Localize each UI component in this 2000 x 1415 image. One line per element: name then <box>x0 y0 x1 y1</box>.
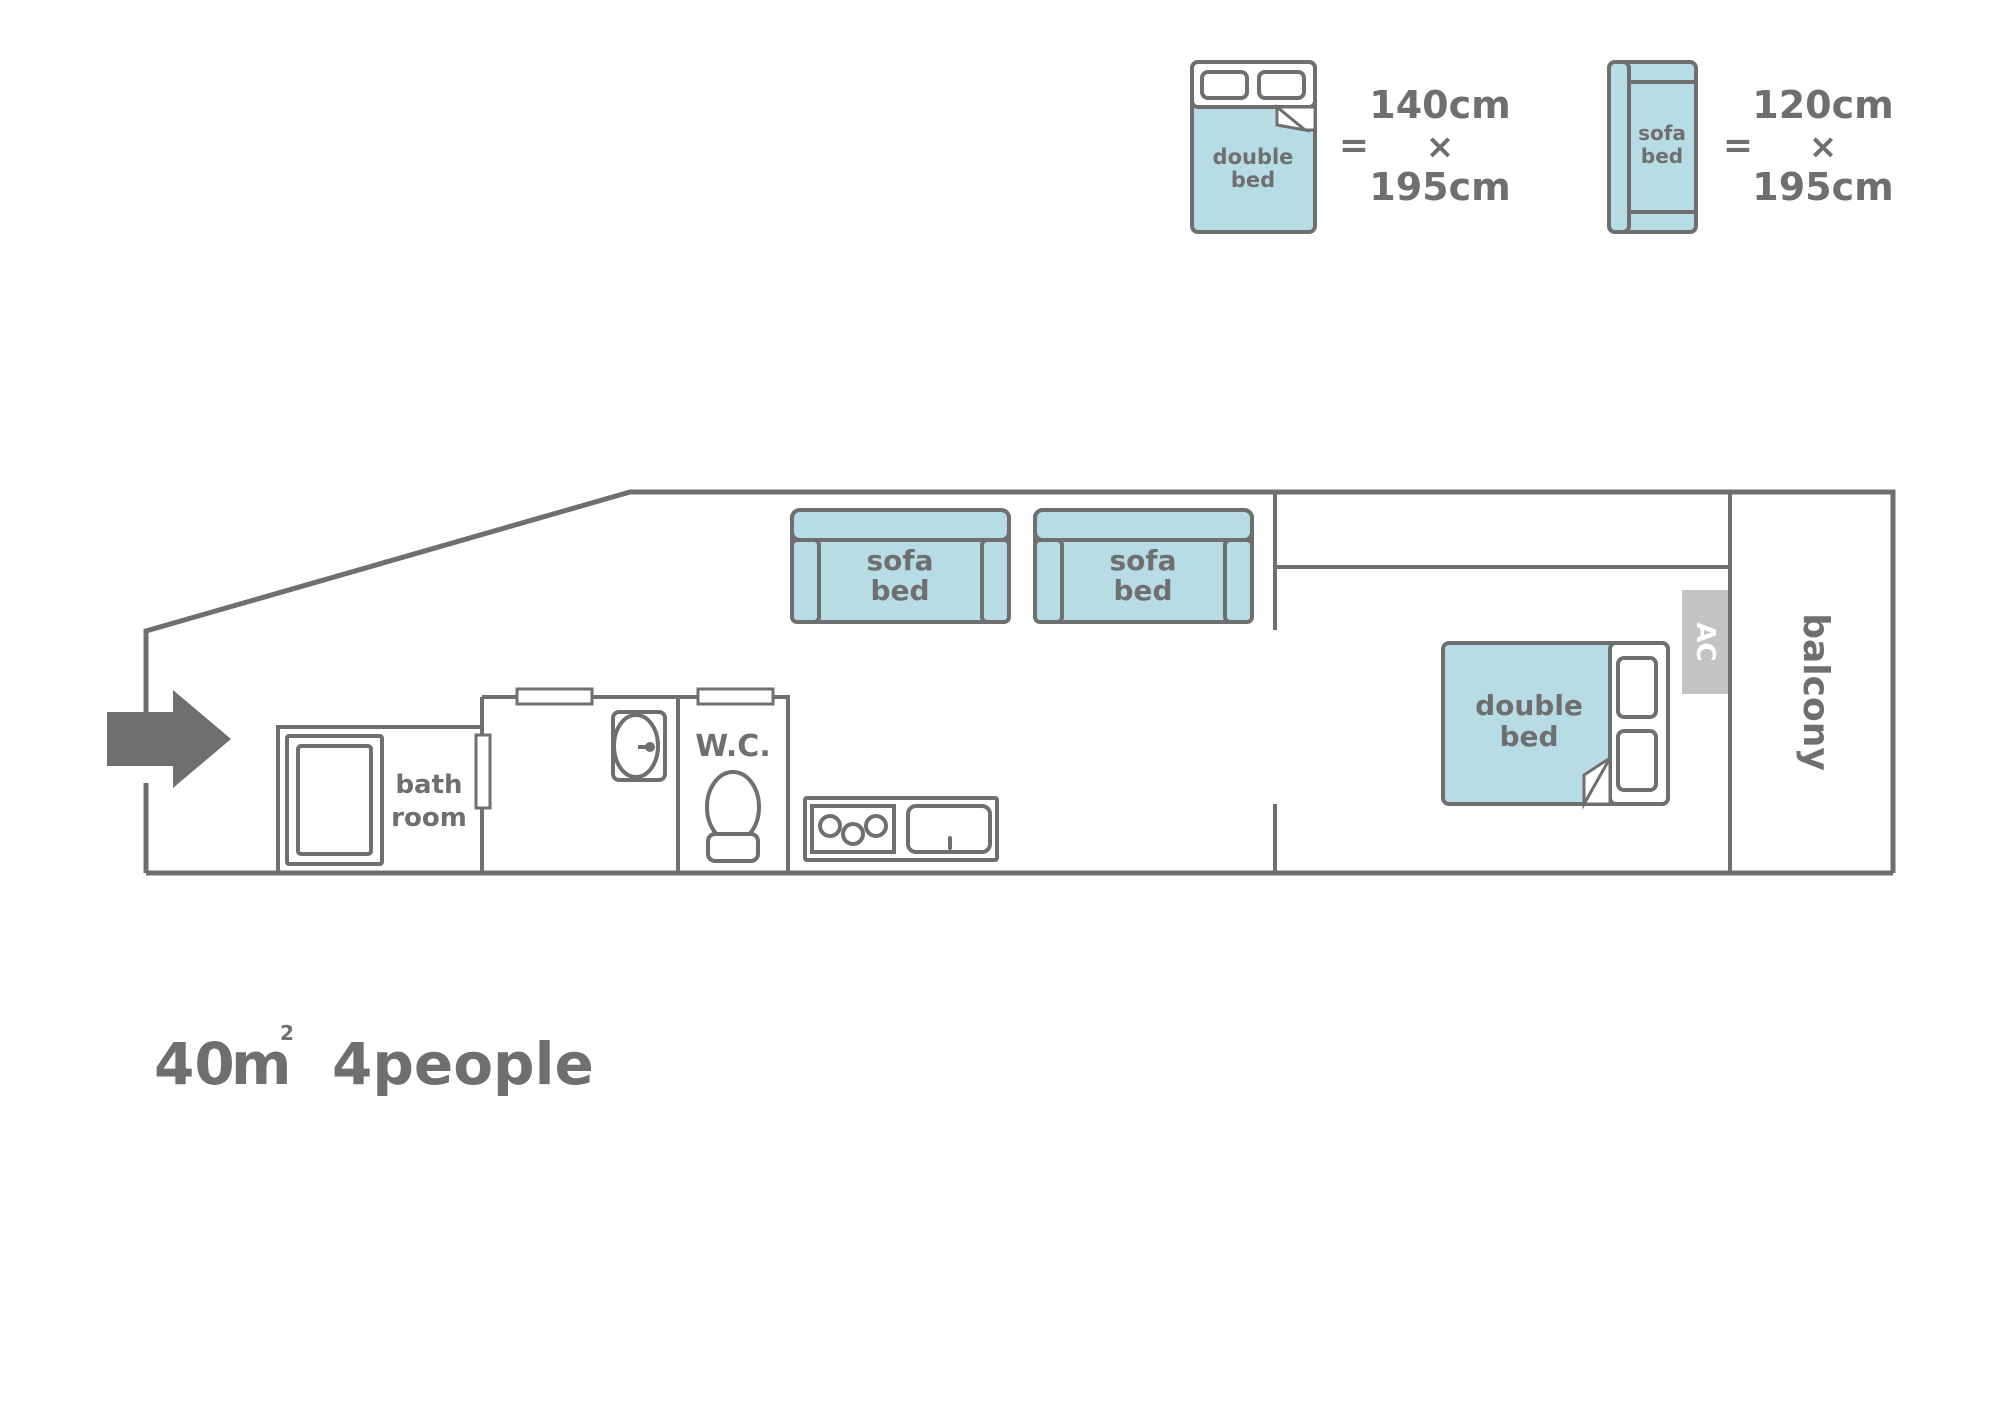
entrance-arrow-icon <box>107 690 231 788</box>
bathtub-icon <box>285 734 384 866</box>
kitchen-counter <box>803 796 999 862</box>
legend-double-bed: double bed = 140cm × 195cm <box>1190 60 1511 234</box>
stove-burner-icon <box>864 814 888 838</box>
legend-double-bed-length: 195cm <box>1369 165 1510 209</box>
sofa-bed-1-icon <box>790 508 1011 624</box>
legend-sofa-bed-width: 120cm <box>1752 83 1893 127</box>
double-bed: double bed <box>1441 641 1670 810</box>
double-bed-label-1: double <box>1475 689 1583 722</box>
stove-burner-icon <box>818 814 842 838</box>
sofa-bed-2: sofa bed <box>1033 508 1254 624</box>
bathroom-label-2: room <box>391 803 467 833</box>
bathroom-label-1: bath <box>395 770 462 800</box>
sofa-bed-1: sofa bed <box>790 508 1011 624</box>
legend-sofa-bed-label-2: bed <box>1641 144 1683 168</box>
double-bed-label-2: bed <box>1499 720 1558 753</box>
sofa-bed-2-icon <box>1033 508 1254 624</box>
balcony-label: balcony <box>1795 613 1836 771</box>
sofa-bed-2-label-1: sofa <box>1110 544 1177 577</box>
sofa-bed-icon <box>1607 60 1698 234</box>
area-superscript: 2 <box>280 1021 294 1045</box>
ac-unit: AC <box>1682 590 1728 694</box>
toilet-icon <box>705 770 761 863</box>
sofa-bed-1-label-1: sofa <box>867 544 934 577</box>
sofa-bed-1-label-2: bed <box>870 574 929 607</box>
legend-sofa-bed-length: 195cm <box>1752 165 1893 209</box>
sink-icon <box>611 710 667 782</box>
ac-unit-icon <box>1682 590 1728 694</box>
ac-label: AC <box>1690 622 1720 661</box>
legend-sofa-bed-equals: = <box>1723 125 1753 166</box>
legend-double-bed-label-1: double <box>1213 145 1294 169</box>
legend-sofa-bed-label-1: sofa <box>1638 121 1686 145</box>
legend-sofa-bed-times: × <box>1809 127 1838 167</box>
double-bed-plan-icon <box>1441 641 1670 810</box>
legend-sofa-bed: sofa bed = 120cm × 195cm <box>1607 60 1894 234</box>
legend-double-bed-equals: = <box>1339 125 1369 166</box>
legend-double-bed-width: 140cm <box>1369 83 1510 127</box>
door-frames <box>474 687 775 810</box>
area-unit: m <box>231 1030 291 1098</box>
capacity-label: 4people <box>332 1030 594 1098</box>
area-number: 40 <box>154 1030 235 1098</box>
outer-walls <box>143 489 1896 876</box>
stove-burner-icon <box>841 822 865 846</box>
kitchen-sink-icon <box>906 804 992 854</box>
legend-double-bed-times: × <box>1426 127 1455 167</box>
double-bed-icon <box>1190 60 1317 234</box>
sofa-bed-2-label-2: bed <box>1113 574 1172 607</box>
wc-label: W.C. <box>695 729 770 764</box>
legend-double-bed-label-2: bed <box>1231 168 1275 192</box>
summary: 40 m 2 4people <box>154 1021 594 1098</box>
